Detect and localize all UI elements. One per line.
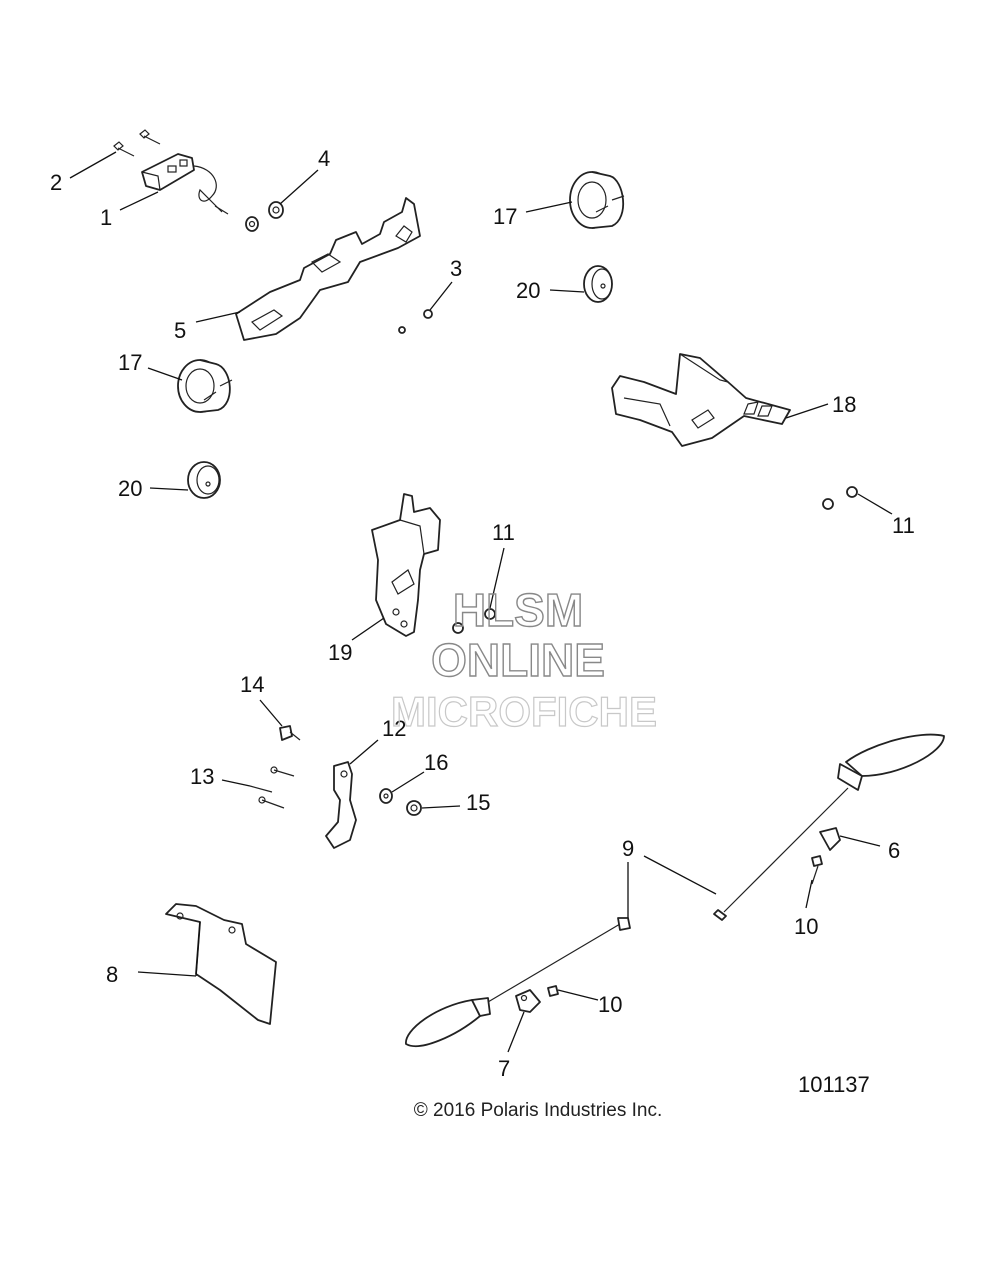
copyright-notice: © 2016 Polaris Industries Inc. xyxy=(414,1100,662,1121)
part-20-reflector-lower[interactable] xyxy=(187,461,221,499)
callout-19: 19 xyxy=(328,640,352,665)
watermark-line-3: MICROFICHE xyxy=(391,688,657,735)
part-20-reflector-upper[interactable] xyxy=(583,265,613,303)
part-10-screw-lower[interactable] xyxy=(547,985,559,997)
part-1-switch-housing[interactable] xyxy=(141,153,229,215)
part-10-screw-right[interactable] xyxy=(811,855,823,885)
callout-11-center: 11 xyxy=(492,520,515,545)
part-4-nuts[interactable] xyxy=(245,201,284,232)
callout-2: 2 xyxy=(50,170,62,195)
callout-15: 15 xyxy=(466,790,490,815)
part-19-bracket[interactable] xyxy=(371,493,441,637)
part-11-nuts-center[interactable] xyxy=(452,608,496,634)
part-2-screws[interactable] xyxy=(113,129,161,157)
callout-4: 4 xyxy=(318,146,330,171)
callout-7: 7 xyxy=(498,1056,510,1081)
callout-14: 14 xyxy=(240,672,264,697)
callout-5: 5 xyxy=(174,318,186,343)
callout-13: 13 xyxy=(190,764,214,789)
part-17-reflector-housing-lower[interactable] xyxy=(177,359,233,413)
part-17-reflector-housing-upper[interactable] xyxy=(569,171,625,229)
callout-20-lower: 20 xyxy=(118,476,142,501)
part-15-nut[interactable] xyxy=(406,800,422,816)
diagram-number: 101137 xyxy=(798,1072,870,1097)
part-11-nuts-right[interactable] xyxy=(822,486,858,510)
part-5-mounting-bracket[interactable] xyxy=(235,197,421,341)
callout-1: 1 xyxy=(100,205,112,230)
part-6-bracket[interactable] xyxy=(819,827,841,851)
callout-10-right: 10 xyxy=(794,914,818,939)
callout-18: 18 xyxy=(832,392,856,417)
watermark-line-2: ONLINE xyxy=(431,634,605,686)
callout-11-right: 11 xyxy=(892,513,915,538)
callout-20-upper: 20 xyxy=(516,278,540,303)
watermark-line-1: HLSM xyxy=(453,584,583,636)
part-14-bolt[interactable] xyxy=(279,725,301,741)
callout-12: 12 xyxy=(382,716,406,741)
part-16-washer[interactable] xyxy=(379,788,393,804)
part-9-turn-signal-lower[interactable] xyxy=(405,917,631,1047)
part-9-turn-signal-upper[interactable] xyxy=(713,733,945,921)
callout-3: 3 xyxy=(450,256,462,281)
leader-lines xyxy=(69,151,893,1053)
callout-17-upper: 17 xyxy=(493,204,517,229)
callout-16: 16 xyxy=(424,750,448,775)
part-7-bracket[interactable] xyxy=(515,989,541,1013)
watermark: HLSM ONLINE MICROFICHE xyxy=(390,583,657,735)
part-13-screws[interactable] xyxy=(249,766,295,809)
part-12-bracket[interactable] xyxy=(325,761,357,849)
callout-labels: 1 2 3 4 5 17 20 17 20 18 11 11 19 14 13 … xyxy=(50,146,915,1081)
callout-10-lower: 10 xyxy=(598,992,622,1017)
callout-6: 6 xyxy=(888,838,900,863)
callout-8: 8 xyxy=(106,962,118,987)
callout-9: 9 xyxy=(622,836,634,861)
callout-17-lower: 17 xyxy=(118,350,142,375)
part-8-plate[interactable] xyxy=(165,903,277,1025)
part-18-bracket[interactable] xyxy=(611,353,791,447)
part-3-nuts[interactable] xyxy=(398,309,433,334)
